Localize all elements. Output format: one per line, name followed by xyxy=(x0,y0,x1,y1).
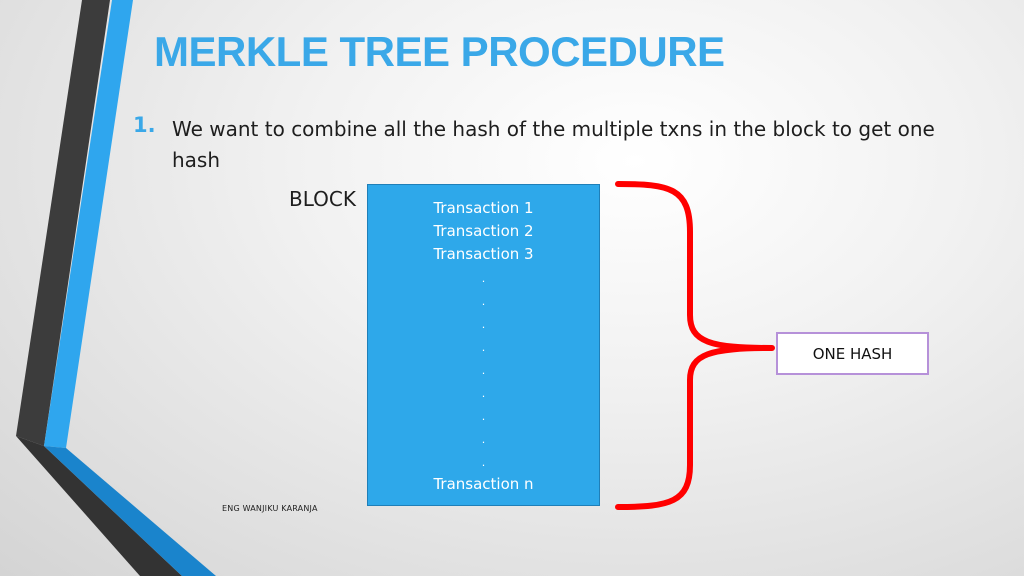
transaction-2: Transaction 2 xyxy=(433,222,534,240)
ellipsis-dot: . xyxy=(481,456,486,469)
block-label: BLOCK xyxy=(289,187,356,211)
one-hash-label: ONE HASH xyxy=(812,344,893,363)
footer-author: ENG WANJIKU KARANJA xyxy=(222,504,318,513)
ellipsis-dot: . xyxy=(481,295,486,308)
brace-stroke xyxy=(615,181,775,510)
transaction-n: Transaction n xyxy=(433,475,534,493)
dark-band-upper xyxy=(16,0,110,446)
ellipsis-dot: . xyxy=(481,341,486,354)
curly-brace-icon xyxy=(615,181,775,510)
ellipsis-dot: . xyxy=(481,318,486,331)
ellipsis-dot: . xyxy=(481,410,486,423)
block-box: Transaction 1 Transaction 2 Transaction … xyxy=(367,184,600,506)
ellipsis-dot: . xyxy=(481,387,486,400)
ellipsis-dot: . xyxy=(481,272,486,285)
dark-band-lower xyxy=(16,436,182,576)
bullet-text: We want to combine all the hash of the m… xyxy=(172,117,935,172)
blue-band-upper xyxy=(44,0,133,448)
transaction-3: Transaction 3 xyxy=(433,245,534,263)
ellipsis-dot: . xyxy=(481,364,486,377)
ellipsis-dot: . xyxy=(481,433,486,446)
one-hash-box: ONE HASH xyxy=(776,332,929,375)
bullet-number: 1. xyxy=(133,113,156,137)
blue-band-lower xyxy=(44,446,216,576)
transaction-1: Transaction 1 xyxy=(433,199,534,217)
slide-title: MERKLE TREE PROCEDURE xyxy=(154,28,725,75)
